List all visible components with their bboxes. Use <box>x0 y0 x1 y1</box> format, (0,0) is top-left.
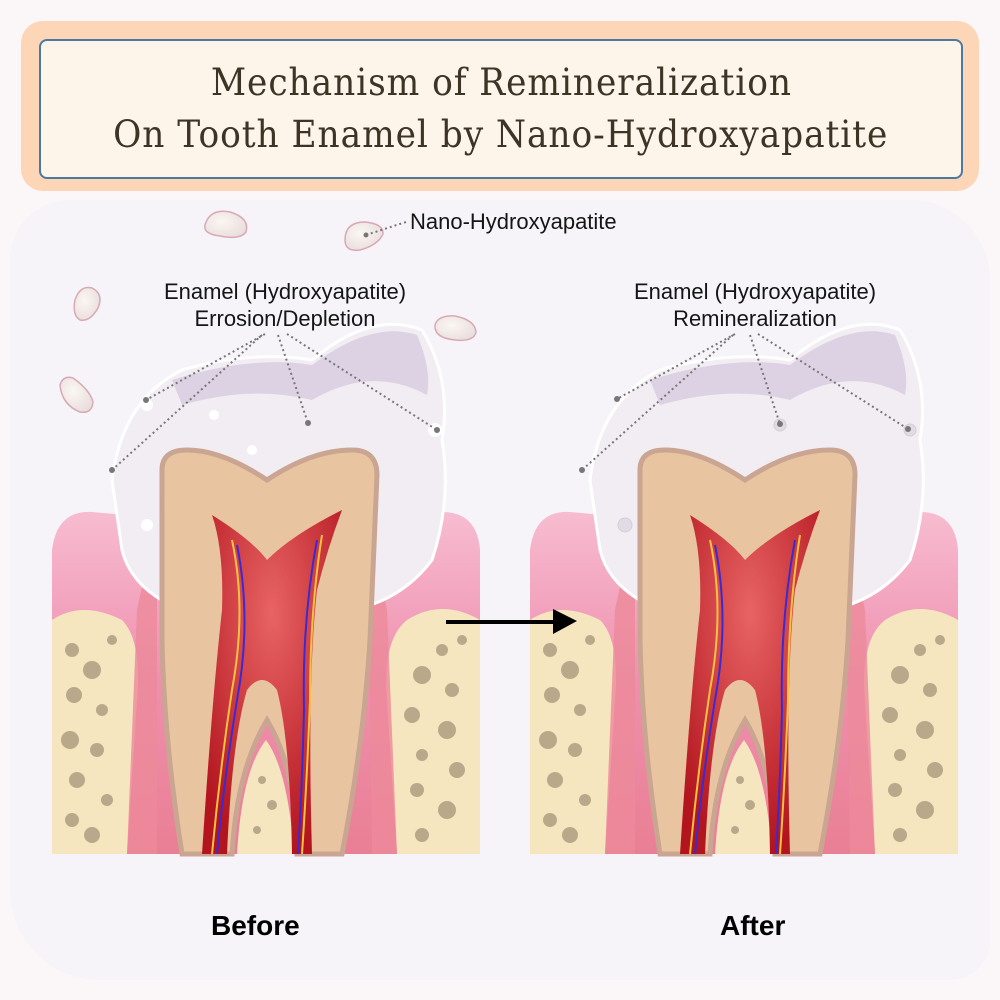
after-enamel-label: Enamel (Hydroxyapatite) Remineralization <box>610 278 900 332</box>
title-line-2: On Tooth Enamel by Nano-Hydroxyapatite <box>113 113 889 156</box>
tooth-after <box>530 324 958 854</box>
after-caption: After <box>720 910 786 941</box>
arrow-right-icon <box>446 609 577 634</box>
after-leader-lines <box>581 333 909 471</box>
before-label-line-2: Errosion/Depletion <box>194 306 376 331</box>
before-label-line-1: Enamel (Hydroxyapatite) <box>163 279 407 304</box>
tooth-before <box>52 324 480 854</box>
before-caption: Before <box>211 910 300 941</box>
before-enamel-label: Enamel (Hydroxyapatite) Errosion/Depleti… <box>140 278 430 332</box>
title-line-1: Mechanism of Remineralization <box>210 61 792 104</box>
after-label-line-2: Remineralization <box>673 306 837 331</box>
nano-hydroxyapatite-label: Nano-Hydroxyapatite <box>410 209 617 234</box>
before-leader-lines <box>111 333 438 471</box>
title-box: Mechanism of Remineralization On Tooth E… <box>39 39 963 179</box>
nano-particles <box>59 210 477 414</box>
after-label-line-1: Enamel (Hydroxyapatite) <box>633 279 877 304</box>
